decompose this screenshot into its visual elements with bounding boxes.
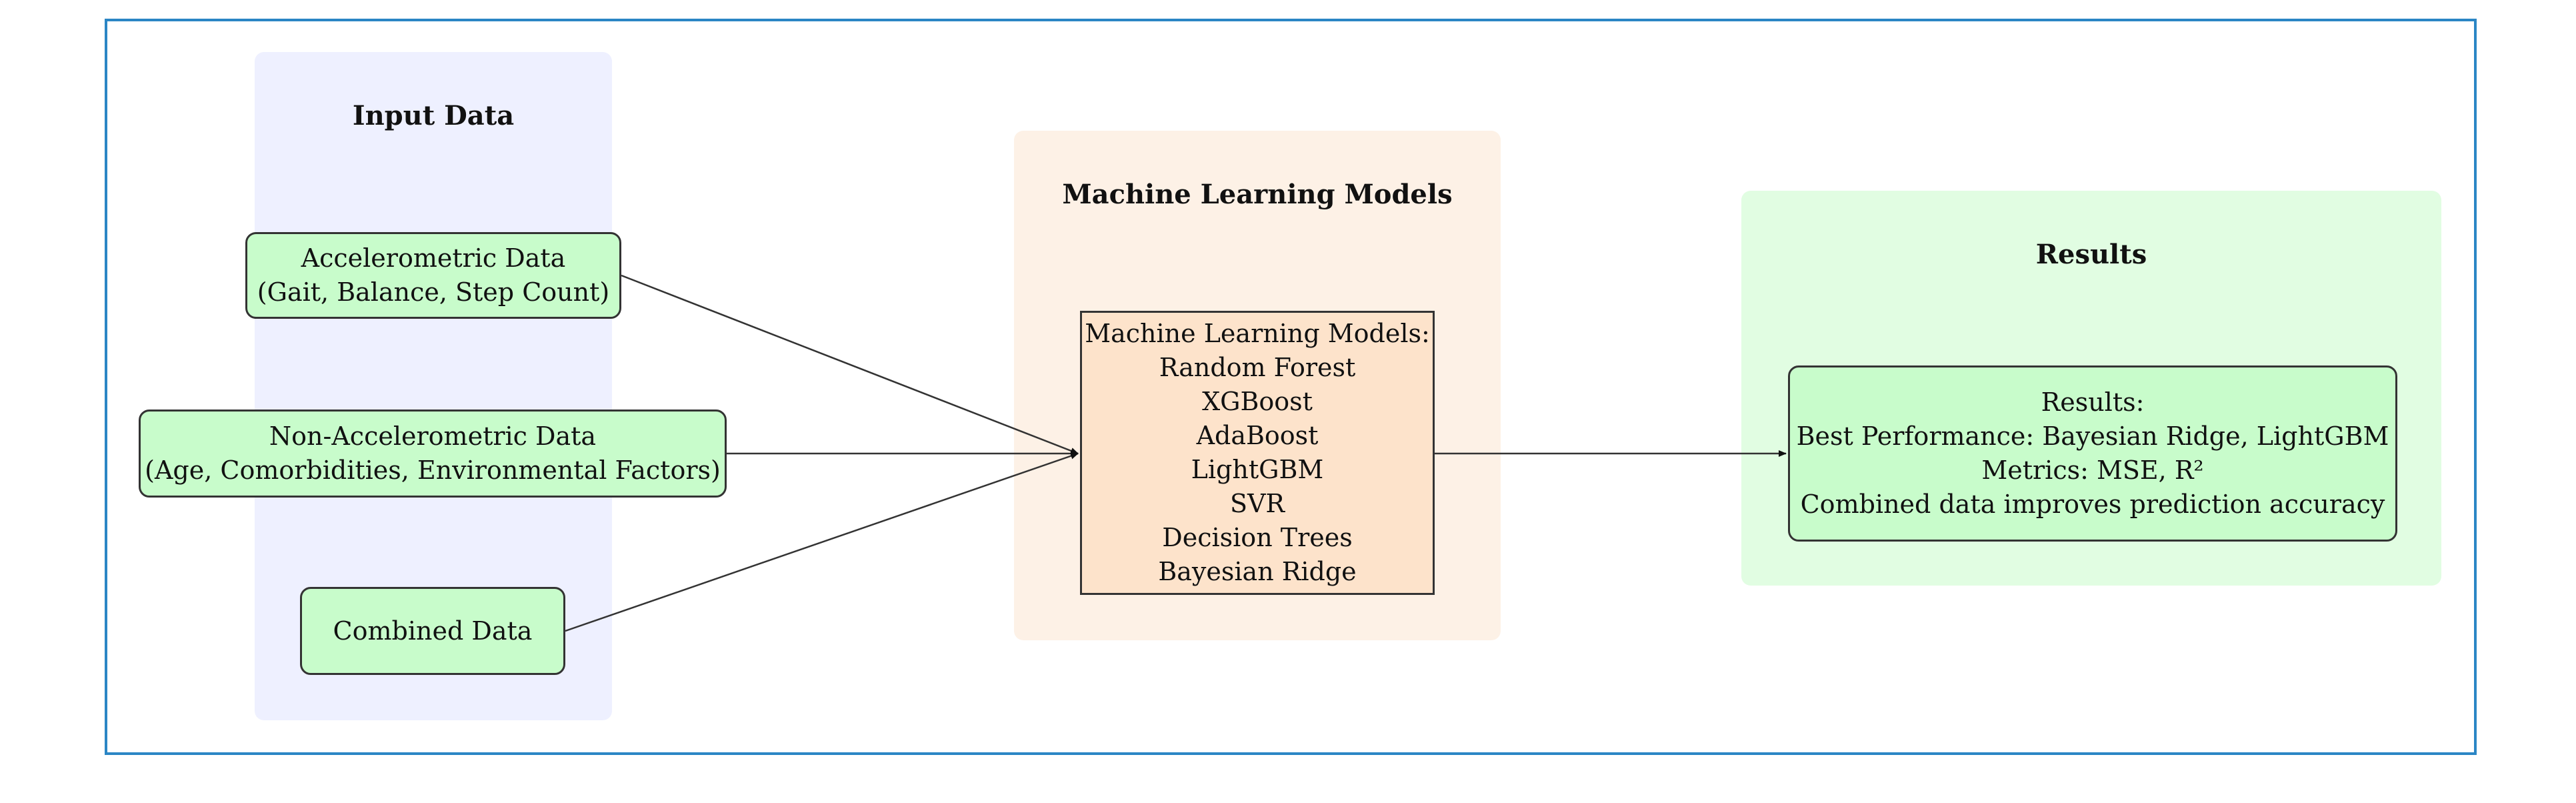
results-metrics: Metrics: MSE, R² bbox=[1981, 456, 2204, 485]
combined-data-label: Combined Data bbox=[333, 616, 533, 646]
model-item: Random Forest bbox=[1159, 353, 1356, 382]
model-item: Decision Trees bbox=[1162, 523, 1353, 552]
model-item: SVR bbox=[1229, 489, 1285, 518]
combined-data-node: Combined Data bbox=[300, 587, 565, 675]
diagram-frame bbox=[105, 19, 2477, 755]
model-item: AdaBoost bbox=[1196, 421, 1319, 450]
results-node: Results: Best Performance: Bayesian Ridg… bbox=[1788, 365, 2397, 542]
accelerometric-data-detail: (Gait, Balance, Step Count) bbox=[257, 277, 610, 307]
models-node: Machine Learning Models: Random Forest X… bbox=[1080, 311, 1435, 595]
results-conclusion: Combined data improves prediction accura… bbox=[1800, 490, 2385, 519]
model-item: XGBoost bbox=[1202, 387, 1313, 416]
models-group-title: Machine Learning Models bbox=[1062, 179, 1453, 210]
model-item: LightGBM bbox=[1191, 455, 1324, 484]
non-accelerometric-data-detail: (Age, Comorbidities, Environmental Facto… bbox=[145, 456, 721, 485]
results-heading: Results: bbox=[2041, 387, 2145, 417]
edge-combined-to-models bbox=[565, 452, 1079, 632]
results-best-performance: Best Performance: Bayesian Ridge, LightG… bbox=[1796, 422, 2389, 451]
model-item: Bayesian Ridge bbox=[1158, 557, 1357, 586]
accelerometric-data-node: Accelerometric Data (Gait, Balance, Step… bbox=[245, 232, 621, 319]
results-group-title: Results bbox=[2035, 239, 2147, 270]
non-accelerometric-data-label: Non-Accelerometric Data bbox=[269, 422, 597, 451]
edge-accelerometric-to-models bbox=[621, 274, 1079, 455]
accelerometric-data-label: Accelerometric Data bbox=[301, 243, 566, 273]
input-data-title: Input Data bbox=[352, 100, 515, 131]
models-heading: Machine Learning Models: bbox=[1085, 319, 1430, 348]
non-accelerometric-data-node: Non-Accelerometric Data (Age, Comorbidit… bbox=[139, 410, 727, 498]
